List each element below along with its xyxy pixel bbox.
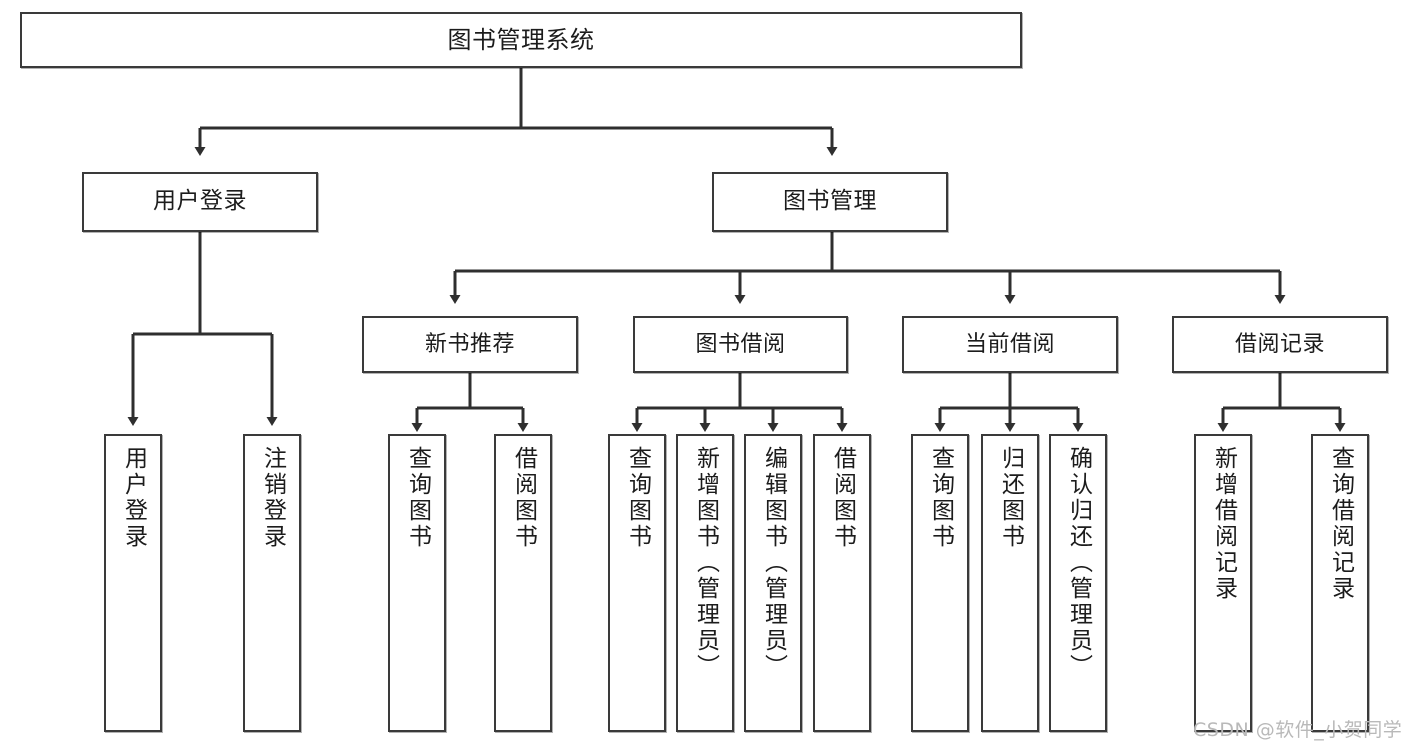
node-label: 用户登录 xyxy=(153,188,247,215)
node-label: 查询图书 xyxy=(624,446,651,550)
node-label: 图书管理系统 xyxy=(447,25,595,54)
node-label: 图书管理 xyxy=(783,188,877,215)
node-leaf-query-book-current[interactable]: 查询图书 xyxy=(911,434,969,732)
node-label: 编辑图书（管理员） xyxy=(760,446,787,680)
node-label: 确认归还（管理员） xyxy=(1065,446,1092,680)
node-label: 借阅记录 xyxy=(1234,331,1325,357)
node-label: 借阅图书 xyxy=(829,446,856,550)
node-leaf-edit-book-admin[interactable]: 编辑图书（管理员） xyxy=(744,434,802,732)
node-label: 新增借阅记录 xyxy=(1210,446,1237,602)
node-label: 查询借阅记录 xyxy=(1327,446,1354,602)
node-leaf-query-book-recommend[interactable]: 查询图书 xyxy=(388,434,446,732)
node-label: 新增图书（管理员） xyxy=(692,446,719,680)
node-label: 新书推荐 xyxy=(424,331,515,357)
node-borrow-record[interactable]: 借阅记录 xyxy=(1172,316,1388,373)
node-leaf-return-book[interactable]: 归还图书 xyxy=(981,434,1039,732)
node-label: 查询图书 xyxy=(927,446,954,550)
node-label: 查询图书 xyxy=(404,446,431,550)
node-book-management[interactable]: 图书管理 xyxy=(712,172,948,232)
node-new-book-recommend[interactable]: 新书推荐 xyxy=(362,316,578,373)
node-leaf-confirm-return-admin[interactable]: 确认归还（管理员） xyxy=(1049,434,1107,732)
node-book-borrow[interactable]: 图书借阅 xyxy=(633,316,848,373)
node-leaf-add-book-admin[interactable]: 新增图书（管理员） xyxy=(676,434,734,732)
node-leaf-user-login[interactable]: 用户登录 xyxy=(104,434,162,732)
node-user-login[interactable]: 用户登录 xyxy=(82,172,318,232)
node-leaf-query-borrow-record[interactable]: 查询借阅记录 xyxy=(1311,434,1369,732)
node-label: 图书借阅 xyxy=(695,331,786,357)
node-label: 当前借阅 xyxy=(964,331,1055,357)
node-leaf-borrow-book[interactable]: 借阅图书 xyxy=(813,434,871,732)
node-label: 归还图书 xyxy=(997,446,1024,550)
node-leaf-query-book-borrow[interactable]: 查询图书 xyxy=(608,434,666,732)
node-label: 用户登录 xyxy=(120,446,147,550)
node-label: 注销登录 xyxy=(259,446,286,550)
node-leaf-borrow-book-recommend[interactable]: 借阅图书 xyxy=(494,434,552,732)
node-leaf-logout[interactable]: 注销登录 xyxy=(243,434,301,732)
node-leaf-add-borrow-record[interactable]: 新增借阅记录 xyxy=(1194,434,1252,732)
node-label: 借阅图书 xyxy=(510,446,537,550)
node-root-system[interactable]: 图书管理系统 xyxy=(20,12,1022,68)
node-current-borrow[interactable]: 当前借阅 xyxy=(902,316,1118,373)
